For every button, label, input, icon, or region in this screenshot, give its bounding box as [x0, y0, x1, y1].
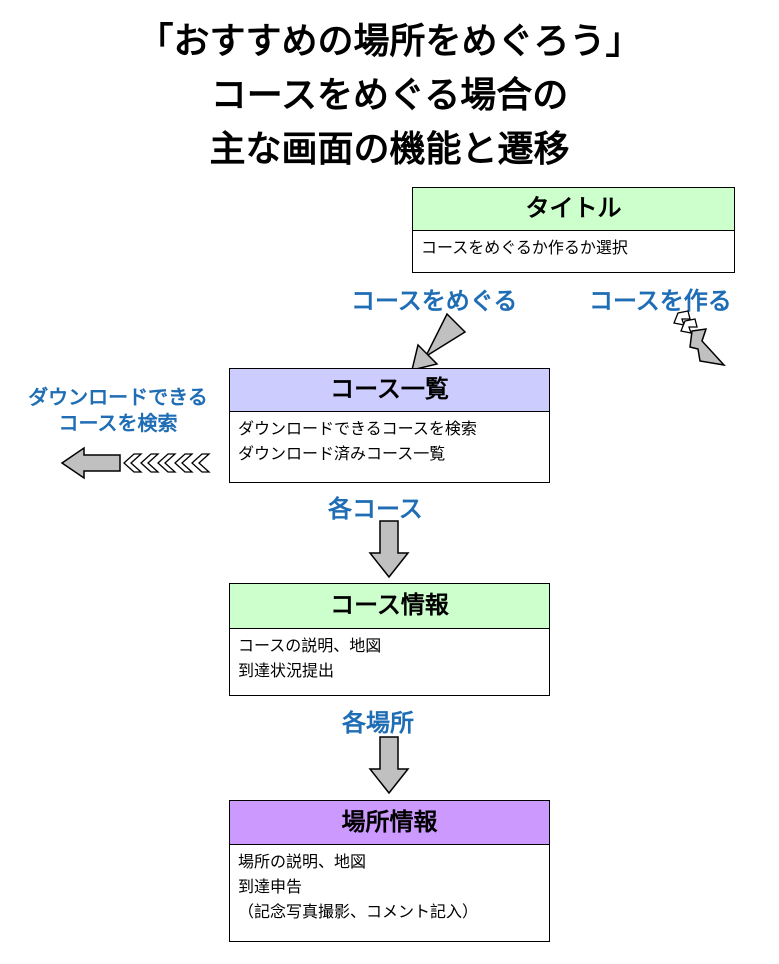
course-info-body: コースの説明、地図 到達状況提出 — [230, 629, 549, 687]
search-download-label: ダウンロードできる コースを検索 — [6, 384, 230, 436]
tour-course-label: コースをめぐる — [351, 287, 518, 315]
place-info-box: 場所情報 場所の説明、地図 到達申告 （記念写真撮影、コメント記入） — [229, 800, 550, 942]
search-download-label-line-2: コースを検索 — [58, 411, 178, 435]
place-info-line: 場所の説明、地図 — [238, 852, 367, 871]
course-list-line: ダウンロードできるコースを検索 — [238, 419, 477, 438]
place-info-line: （記念写真撮影、コメント記入） — [238, 902, 479, 921]
course-info-heading: コース情報 — [230, 584, 549, 629]
title-line-2: コースをめぐる場合の — [210, 75, 569, 116]
each-place-arrow — [368, 736, 410, 795]
make-course-arrow — [673, 310, 727, 367]
each-place-label: 各場所 — [342, 709, 414, 737]
course-info-box: コース情報 コースの説明、地図 到達状況提出 — [229, 583, 550, 696]
course-list-box: コース一覧 ダウンロードできるコースを検索 ダウンロード済みコース一覧 — [229, 368, 550, 483]
search-download-label-line-1: ダウンロードできる — [28, 385, 208, 409]
course-list-heading: コース一覧 — [230, 369, 549, 412]
course-info-line: コースの説明、地図 — [238, 636, 382, 655]
each-course-label: 各コース — [328, 495, 423, 523]
title-screen-heading: タイトル — [413, 188, 734, 231]
course-info-line: 到達状況提出 — [238, 661, 335, 680]
search-download-arrow — [60, 446, 211, 480]
title-screen-box: タイトル コースをめぐるか作るか選択 — [412, 187, 735, 273]
title-screen-body: コースをめぐるか作るか選択 — [413, 231, 734, 264]
place-info-body: 場所の説明、地図 到達申告 （記念写真撮影、コメント記入） — [230, 845, 549, 928]
tour-course-arrow — [410, 312, 467, 372]
title-line-1: 「おすすめの場所をめぐろう」 — [137, 21, 642, 62]
place-info-line: 到達申告 — [238, 877, 303, 896]
place-info-heading: 場所情報 — [230, 801, 549, 845]
course-list-line: ダウンロード済みコース一覧 — [238, 444, 446, 463]
title-screen-line: コースをめぐるか作るか選択 — [421, 238, 628, 257]
each-course-arrow — [368, 520, 410, 579]
title-line-3: 主な画面の機能と遷移 — [209, 129, 570, 170]
make-course-label: コースを作る — [589, 287, 732, 315]
course-list-body: ダウンロードできるコースを検索 ダウンロード済みコース一覧 — [230, 412, 549, 470]
